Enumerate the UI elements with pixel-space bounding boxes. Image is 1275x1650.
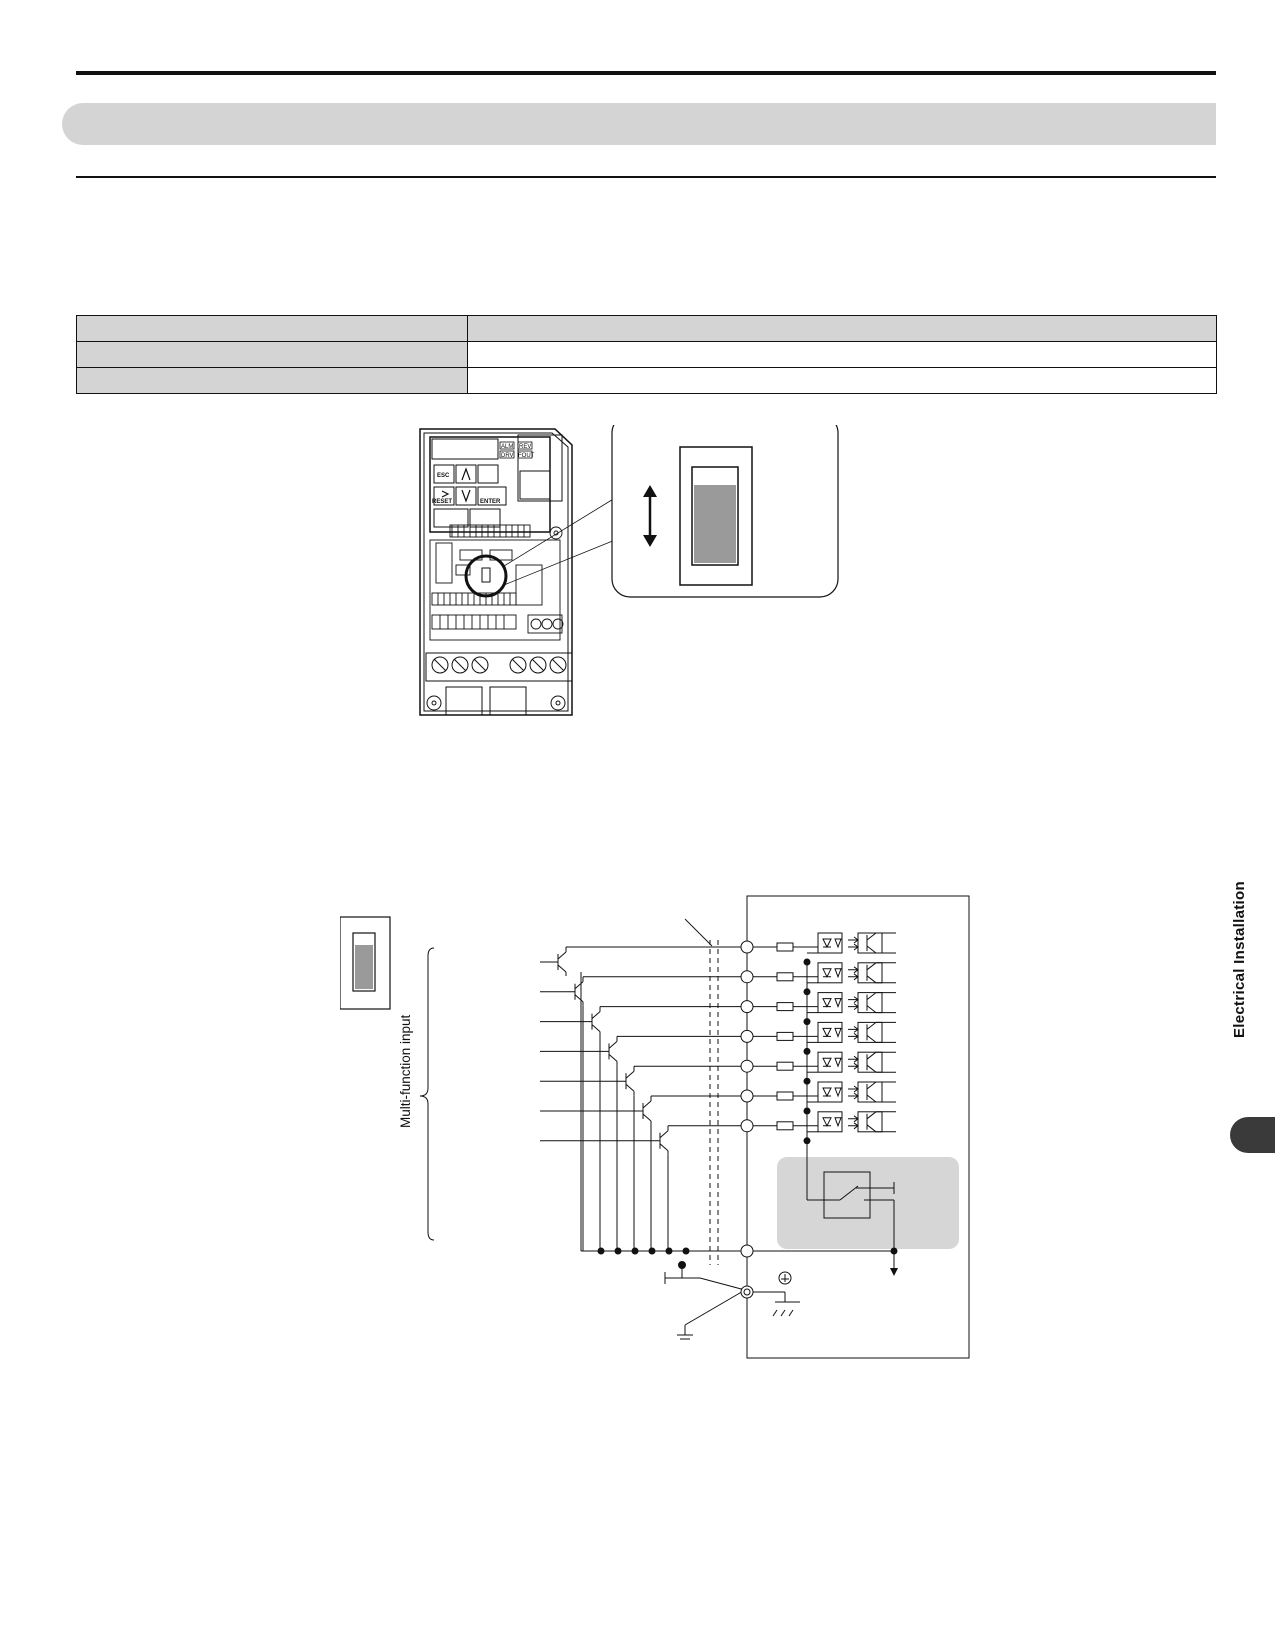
section-title-band bbox=[62, 103, 1216, 145]
input-resistor bbox=[776, 942, 794, 952]
indicator-alm: ALM bbox=[501, 444, 513, 450]
table-row bbox=[76, 341, 1217, 368]
table-cell-description bbox=[467, 367, 1217, 394]
sink-source-wiring-diagram bbox=[340, 895, 970, 1359]
switch-position-icon bbox=[340, 916, 391, 1010]
indicator-drv: DRV bbox=[501, 453, 514, 459]
down-arrow-icon bbox=[461, 489, 471, 503]
key-esc: ESC bbox=[437, 473, 450, 479]
photocoupler bbox=[817, 1081, 843, 1103]
key-enter: ENTER bbox=[480, 499, 501, 505]
table-header-cell bbox=[76, 315, 468, 342]
table-cell-setting bbox=[76, 341, 468, 368]
input-resistor bbox=[776, 972, 794, 982]
photocoupler bbox=[817, 1111, 843, 1133]
input-terminal bbox=[740, 1119, 754, 1133]
dip-switch-enlarged bbox=[679, 446, 753, 586]
table-row bbox=[76, 367, 1217, 394]
photocoupler bbox=[817, 962, 843, 984]
input-terminal bbox=[740, 1029, 754, 1043]
input-terminal bbox=[740, 1089, 754, 1103]
photocoupler bbox=[817, 1051, 843, 1073]
table-cell-description bbox=[467, 341, 1217, 368]
header-rule-bottom bbox=[76, 176, 1216, 178]
switch-settings-table bbox=[76, 315, 1217, 394]
input-terminal bbox=[740, 940, 754, 954]
input-group-brace bbox=[419, 947, 435, 1241]
input-terminal bbox=[740, 1059, 754, 1073]
input-resistor bbox=[776, 1061, 794, 1071]
drive-location-figure: ALM REV DRV FOUT ESC RESET ENTER bbox=[419, 425, 839, 716]
multi-function-input-label: Multi-function input bbox=[398, 1014, 413, 1128]
switch-highlight-circle bbox=[464, 554, 508, 598]
table-header-row bbox=[76, 315, 1217, 342]
key-reset: RESET bbox=[432, 499, 452, 505]
up-arrow-icon bbox=[461, 467, 471, 481]
input-resistor bbox=[776, 1031, 794, 1041]
table-cell-setting bbox=[76, 367, 468, 394]
indicator-fout: FOUT bbox=[518, 453, 535, 459]
table-header-cell bbox=[467, 315, 1217, 342]
input-resistor bbox=[776, 1121, 794, 1131]
photocoupler bbox=[817, 1021, 843, 1043]
photocoupler bbox=[817, 992, 843, 1014]
side-tab-label: Electrical Installation bbox=[1231, 881, 1248, 1038]
input-resistor bbox=[776, 1091, 794, 1101]
input-terminal bbox=[740, 1000, 754, 1014]
double-arrow-icon bbox=[643, 485, 657, 547]
bus-junction bbox=[803, 958, 811, 966]
safety-circuit-area bbox=[777, 1157, 959, 1249]
input-resistor bbox=[776, 1002, 794, 1012]
right-arrow-icon bbox=[441, 490, 450, 498]
chapter-tab-marker bbox=[1230, 1117, 1275, 1153]
indicator-rev: REV bbox=[519, 444, 531, 450]
header-rule-top bbox=[76, 71, 1216, 75]
photocoupler bbox=[817, 932, 843, 954]
input-terminal bbox=[740, 970, 754, 984]
